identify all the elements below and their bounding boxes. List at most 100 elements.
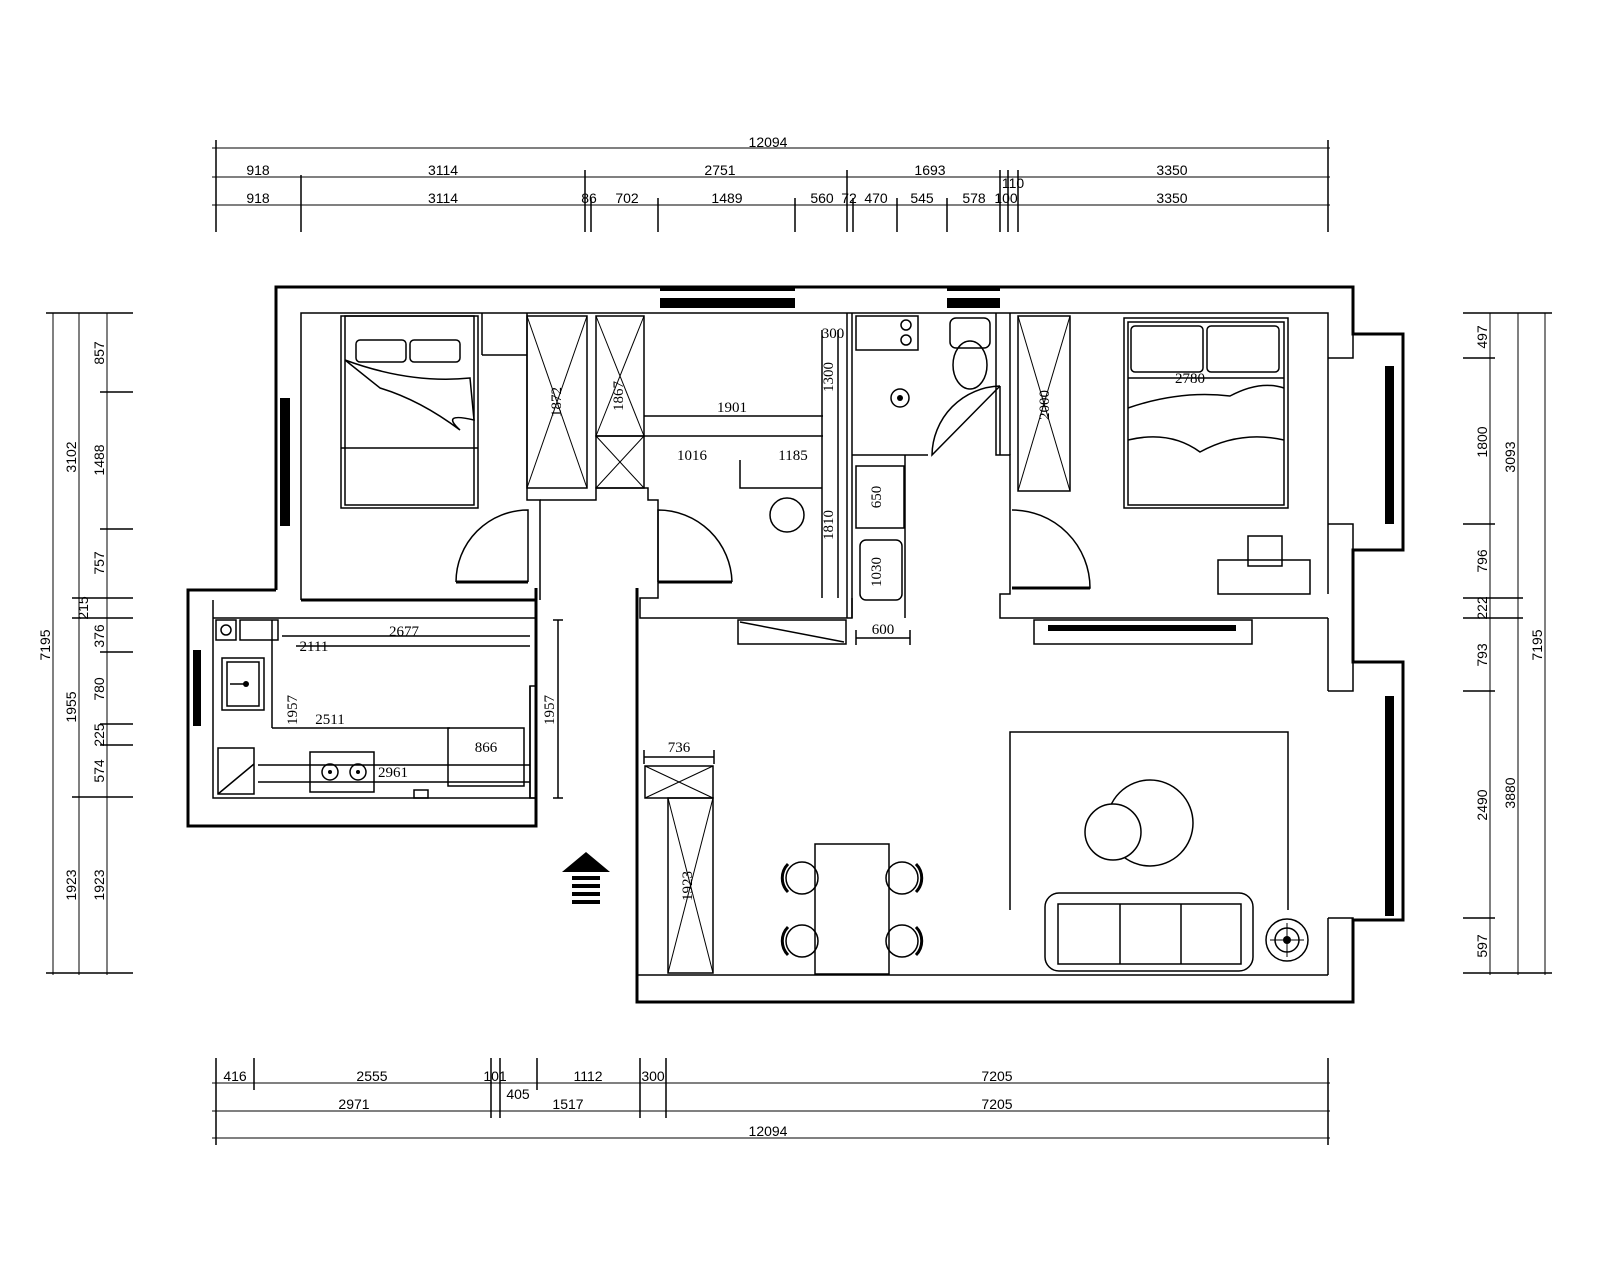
basin-counter [855,315,919,351]
wardrobe-a-label: 1872 [549,387,565,417]
window-kitchen [193,650,201,726]
coffee-table-icon [1084,803,1142,861]
tap-icon [900,319,912,331]
top-row1-label: 2751 [704,162,735,178]
left-inner-label: 1488 [91,444,107,475]
chair-icon [785,924,819,958]
burner-icon [321,763,339,781]
window-right-bed2 [1385,366,1394,524]
chair-icon [885,924,919,958]
study-a-label: 1016 [677,448,708,464]
pillow-icon [1206,325,1280,373]
kitchen-2511-label: 2511 [315,712,344,728]
top-row2-label: 560 [810,190,834,206]
windows [193,287,1394,916]
counter-top [239,619,279,641]
shoe-736-label: 736 [668,740,691,756]
kitchen: 2677 2111 1957 2511 866 2961 1957 [215,619,563,799]
wardrobes: 1872 1867 [526,315,645,489]
left-total-label: 7195 [37,629,53,660]
outlet [413,789,429,799]
dishwasher [217,747,255,795]
top-row2-label: 100 [994,190,1018,206]
sink [221,657,265,711]
bottom-row2-label: 405 [506,1086,530,1102]
bottom-row2-label: 2971 [338,1096,369,1112]
bathroom: 650 1030 600 [855,315,1001,645]
sofa [1044,892,1254,972]
top-row2-label: 545 [910,190,934,206]
kitchen-2111-label: 2111 [300,639,329,655]
bed2-wardrobe-label: 2000 [1037,390,1053,420]
bedroom-1 [340,315,529,584]
right-dimensions: 497 1800 796 222 793 2490 597 3093 3880 … [1463,312,1552,975]
wardrobe-c [595,435,645,489]
top-row2-label: 578 [962,190,986,206]
wardrobe-a [526,315,588,489]
chair-icon [885,861,919,895]
top-row1-label: 1693 [914,162,945,178]
door-bed1-icon [455,509,529,583]
right-total-label: 7195 [1529,629,1545,660]
interior-walls [301,313,1328,619]
right-mid-label: 3880 [1502,777,1518,808]
top-dimensions: 12094 918 3114 2751 1693 3350 110 918 31… [212,134,1330,232]
top-small-label: 110 [1002,175,1025,191]
bed2-width-label: 2780 [1175,371,1205,387]
desk [1217,559,1311,595]
bath-650-label: 650 [869,486,885,509]
top-row2-label: 702 [615,190,639,206]
right-inner-label: 1800 [1474,426,1490,457]
top-row2-label: 86 [581,190,597,206]
bottom-dimensions: 416 2555 101 1112 300 7205 2971 405 1517… [212,1058,1330,1145]
kitchen-1957-label: 1957 [285,695,301,726]
bottom-row2-label: 7205 [981,1096,1012,1112]
bottom-row1-label: 101 [483,1068,507,1084]
bedroom-2: 2000 2780 [1011,315,1311,595]
left-inner-label: 757 [91,551,107,575]
door-study-icon [657,509,733,583]
left-inner-label: 780 [91,677,107,701]
stove [309,751,375,793]
window-left-bed1 [280,398,290,526]
living-room [1009,619,1309,972]
chair-icon [769,497,805,533]
study-height2-label: 1810 [821,510,837,540]
burner-icon [349,763,367,781]
dining-table [814,843,890,975]
study-height-label: 1300 [821,362,837,392]
top-total-label: 12094 [749,134,788,150]
shoe-1923-label: 1923 [680,871,696,901]
study-width-label: 1901 [717,400,747,416]
left-mid-label: 1923 [63,869,79,900]
wardrobe-b-label: 1867 [611,381,627,412]
window-top-study [660,298,795,308]
entrance-arrow-icon [562,852,610,904]
kitchen-2961-label: 2961 [378,765,408,781]
right-inner-label: 222 [1474,596,1490,620]
bath-300-label: 300 [822,326,845,342]
left-mid-label: 3102 [63,441,79,472]
top-row1-label: 3114 [428,162,458,178]
tap-icon [900,334,912,346]
right-inner-label: 2490 [1474,789,1490,820]
dining [780,843,924,975]
shoe-cabinet-body [667,797,714,974]
top-row2-label: 918 [246,190,270,206]
bottom-row1-label: 300 [641,1068,665,1084]
right-inner-label: 796 [1474,549,1490,573]
range-hood [447,727,525,787]
study-b-label: 1185 [778,448,807,464]
top-row1-label: 918 [246,162,270,178]
top-row2-label: 72 [841,190,857,206]
kitchen-1957-side-label: 1957 [542,695,558,726]
kitchen-866-label: 866 [475,740,498,756]
top-row2-label: 3114 [428,190,458,206]
right-inner-label: 793 [1474,643,1490,667]
study: 1901 1016 1185 1300 1810 300 [644,326,847,645]
right-inner-label: 597 [1474,934,1490,958]
tv-cabinet [1033,619,1253,645]
kitchen-2677-label: 2677 [389,624,420,640]
left-dimensions: 7195 3102 1955 1923 857 1488 757 215 376… [37,312,133,975]
